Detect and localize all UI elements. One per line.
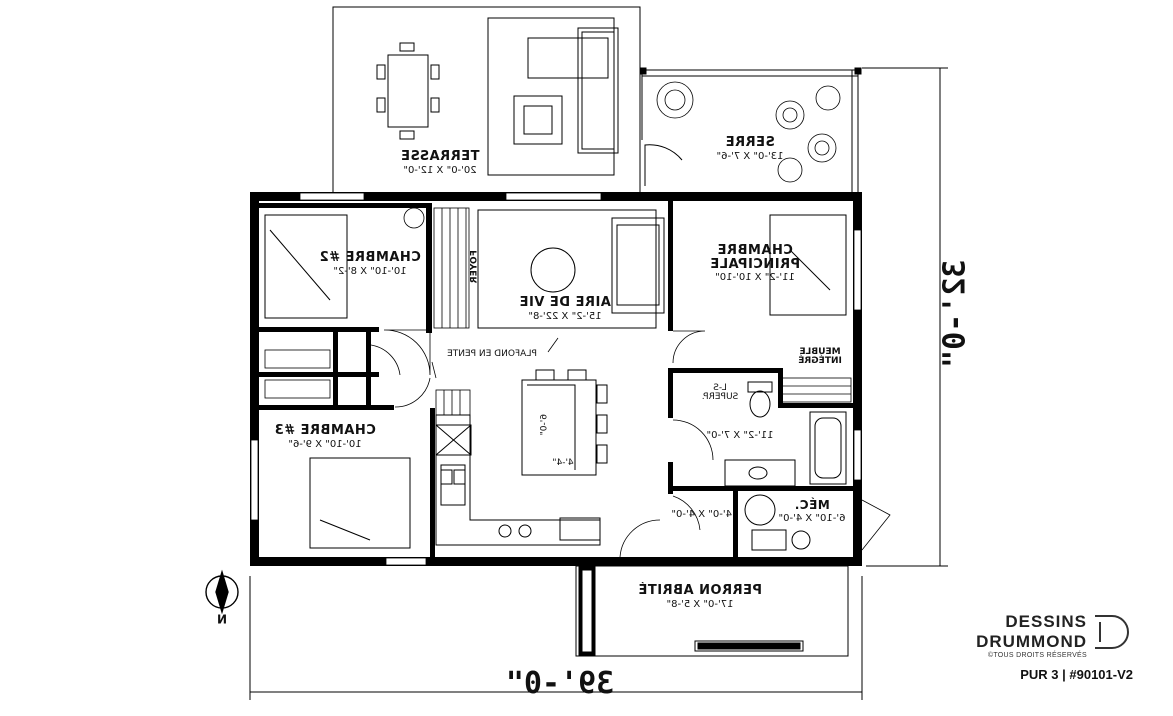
dimension-lines xyxy=(249,67,948,700)
dining-table-icon xyxy=(376,42,440,140)
label-line2: SUPERP. xyxy=(701,392,739,403)
outdoor-lounge-icon xyxy=(487,17,619,176)
ceiling-label: PLAFOND EN PENTE xyxy=(447,349,537,359)
room-name: AIRE DE VIE xyxy=(519,295,611,310)
bathroom-fixtures xyxy=(724,381,847,551)
overall-width-dimension: 39'-0" xyxy=(505,666,615,701)
room-label-foyer: FOYER xyxy=(469,250,480,284)
room-dims: 15'-2" X 22'-8" xyxy=(528,310,602,322)
room-name: CHAMBRE #3 xyxy=(274,423,376,438)
kitchen-counter xyxy=(435,414,601,546)
porch-outline xyxy=(575,565,849,657)
stacked-laundry-label: L-S SUPERP. xyxy=(690,383,750,403)
room-label-chambre2: CHAMBRE #2 10'-10" X 8'-2" xyxy=(310,250,430,277)
greenhouse-outline xyxy=(639,67,862,192)
room-dims: 10'-10" X 8'-2" xyxy=(333,265,407,277)
closet-hatch xyxy=(264,207,852,416)
interior-walls xyxy=(259,201,853,560)
brand-logo: DESSINS DRUMMOND ©TOUS DROITS RÉSERVÉS xyxy=(976,612,1087,659)
room-name-line2: PRINCIPALE xyxy=(709,256,801,272)
plant-icons xyxy=(403,81,841,229)
room-dims: 17'-0" X 5'-8" xyxy=(666,598,734,610)
island-dim-b: 4'-4" xyxy=(552,458,574,468)
living-room-furniture xyxy=(477,209,665,329)
room-name-line1: CHAMBRE xyxy=(717,243,793,258)
bathroom-dims: 11'-2" X 7'-0" xyxy=(706,430,774,441)
room-name: MÉC. xyxy=(794,498,830,512)
overall-depth-dimension: 32'-0" xyxy=(937,259,973,368)
room-label-serre: SERRE 13'-0" X 7'-6" xyxy=(700,135,800,162)
room-name: CHAMBRE #2 xyxy=(319,250,421,265)
room-name: PERRON ABRITÉ xyxy=(638,583,762,598)
room-label-perron: PERRON ABRITÉ 17'-0" X 5'-8" xyxy=(635,583,765,610)
ceiling-leader-line xyxy=(431,337,559,379)
room-name: SERRE xyxy=(725,135,775,150)
room-name: TERRASSE xyxy=(400,149,480,164)
compass-north-label: N xyxy=(216,611,228,626)
room-label-chambre-principale: CHAMBRE PRINCIPALE 11'-2" X 10'-10" xyxy=(700,243,810,284)
room-dims: 13'-0" X 7'-6" xyxy=(716,150,784,162)
brand-rights: ©TOUS DROITS RÉSERVÉS xyxy=(987,652,1087,659)
brand-logo-icon xyxy=(1095,615,1129,649)
room-dims: 20'-0" X 12'-0" xyxy=(403,164,477,176)
brand-line1: DESSINS xyxy=(1005,612,1087,631)
compass-icon xyxy=(205,569,239,615)
plan-code: PUR 3 | #90101-V2 xyxy=(1020,667,1133,682)
room-label-terrasse: TERRASSE 20'-0" X 12'-0" xyxy=(385,149,495,176)
room-dims: 6'-10" X 4'-0" xyxy=(778,512,846,524)
builtin-furniture-label: MEUBLE INTÉGRÉ xyxy=(790,347,850,367)
label-line2: INTÉGRÉ xyxy=(798,356,842,367)
storage-dims: 4'-0" X 4'-0" xyxy=(671,509,732,520)
room-dims: 11'-2" X 10'-10" xyxy=(715,272,795,284)
room-label-mec: MÉC. 6'-10" X 4'-0" xyxy=(772,498,852,524)
island-dim-a: 6'-0" xyxy=(539,414,550,436)
door-swings xyxy=(370,329,891,558)
windows xyxy=(250,192,862,566)
room-label-chambre3: CHAMBRE #3 10'-10" X 9'-6" xyxy=(270,423,380,450)
room-dims: 10'-10" X 9'-6" xyxy=(288,438,362,450)
bed-icons xyxy=(264,214,847,549)
kitchen-island xyxy=(521,369,608,476)
brand-line2: DRUMMOND xyxy=(976,632,1087,651)
room-label-aire-de-vie: AIRE DE VIE 15'-2" X 22'-8" xyxy=(510,295,620,322)
